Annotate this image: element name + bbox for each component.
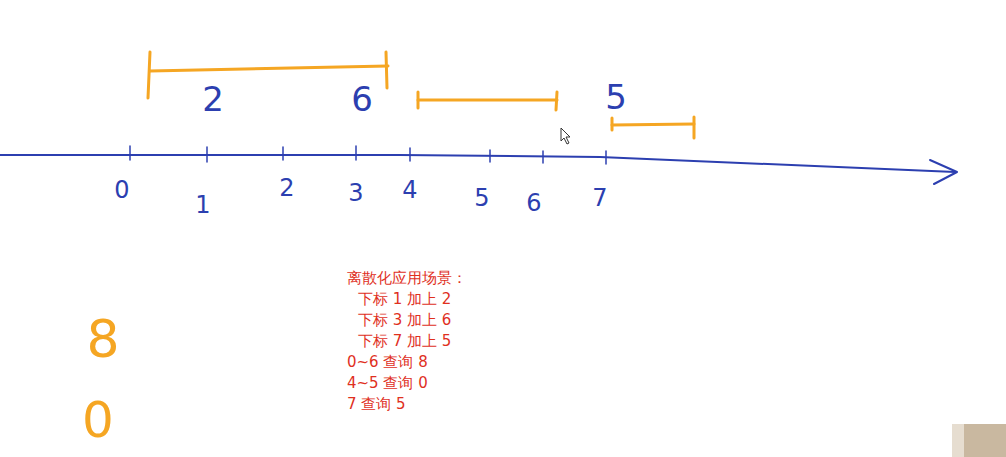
- tick-label: 3: [348, 180, 363, 206]
- tick-label: 4: [402, 177, 417, 203]
- webcam-thumbnail: [952, 424, 1006, 457]
- query-result: 0: [82, 393, 114, 448]
- tick-label: 2: [279, 175, 294, 201]
- tick-label: 5: [474, 185, 489, 211]
- axis-arrowhead: [930, 160, 957, 184]
- number-axis: [0, 155, 955, 172]
- note-line: 0~6 查询 8: [347, 354, 428, 371]
- note-line: 7 查询 5: [347, 396, 406, 413]
- range-value: 6: [351, 81, 373, 118]
- webcam-thumbnail: [952, 424, 964, 457]
- note-line: 下标 7 加上 5: [358, 333, 451, 350]
- tick-label: 0: [114, 177, 129, 203]
- axis-ticks: [130, 146, 606, 164]
- query-result: 8: [86, 311, 119, 368]
- tick-label: 6: [526, 190, 541, 216]
- range-value: 5: [605, 79, 627, 116]
- note-line: 下标 1 加上 2: [358, 291, 451, 308]
- range-brackets: [148, 52, 694, 138]
- note-line: 4~5 查询 0: [347, 375, 428, 392]
- note-line: 下标 3 加上 6: [358, 312, 451, 329]
- mouse-cursor: [561, 128, 570, 144]
- range-value: 2: [202, 81, 224, 118]
- tick-label: 7: [592, 185, 607, 211]
- tick-label: 1: [195, 192, 210, 218]
- note-heading: 离散化应用场景：: [347, 270, 467, 287]
